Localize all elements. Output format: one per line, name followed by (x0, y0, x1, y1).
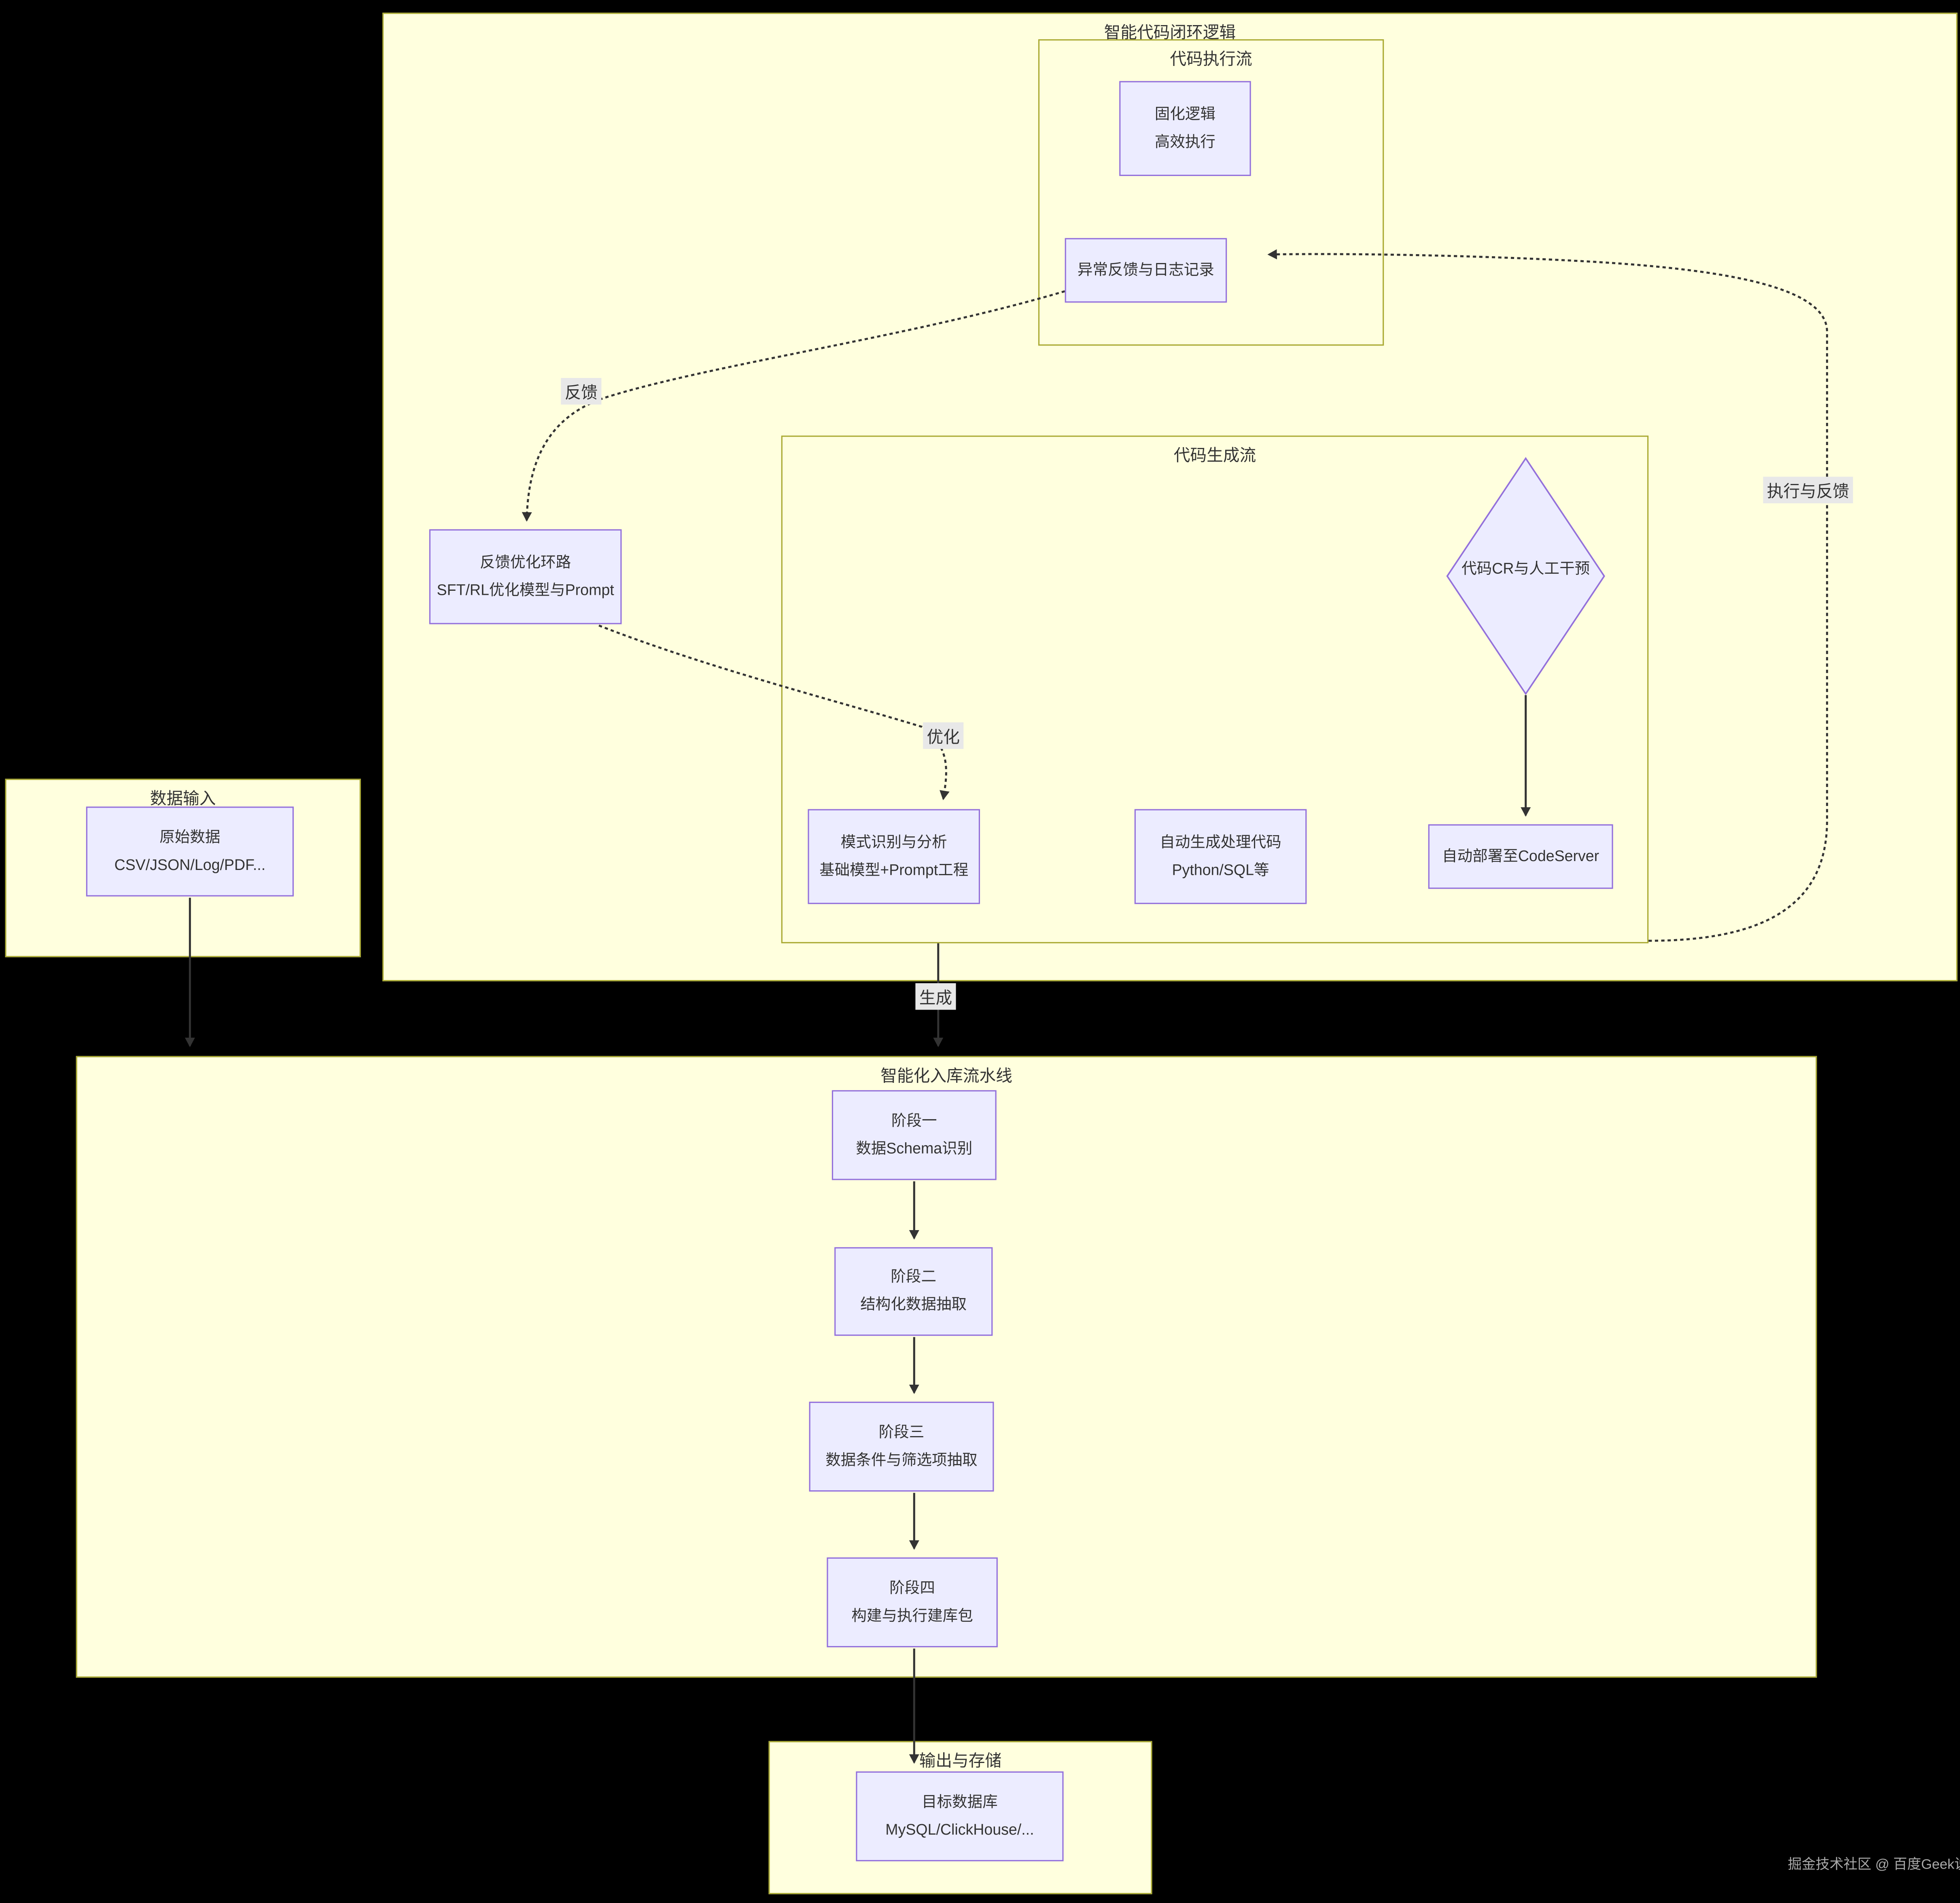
watermark: 掘金技术社区 @ 百度Geek说 (1788, 1857, 1960, 1873)
node-text: 数据Schema识别 (856, 1139, 973, 1157)
node-text: 高效执行 (1154, 132, 1216, 150)
edge-label-exec-feedback: 执行与反馈 (1763, 477, 1853, 503)
cluster-title-output: 输出与存储 (919, 1751, 1002, 1770)
node-stage1: 阶段一 数据Schema识别 (832, 1090, 997, 1180)
cluster-title-code-gen: 代码生成流 (1173, 446, 1256, 465)
node-text: 原始数据 (159, 828, 221, 846)
node-text: 构建与执行建库包 (851, 1606, 973, 1624)
node-stage3: 阶段三 数据条件与筛选项抽取 (809, 1402, 994, 1492)
node-text: 阶段四 (889, 1578, 935, 1597)
node-text: 异常反馈与日志记录 (1077, 260, 1214, 278)
node-text: 基础模型+Prompt工程 (819, 860, 969, 878)
node-feedback-loop: 反馈优化环路 SFT/RL优化模型与Prompt (429, 529, 622, 624)
node-text: MySQL/ClickHouse/... (885, 1820, 1034, 1838)
cluster-title-pipeline: 智能化入库流水线 (880, 1066, 1012, 1085)
node-code-review-label: 代码CR与人工干预 (1462, 560, 1590, 577)
edge-label-feedback: 反馈 (561, 378, 602, 405)
node-text: 阶段一 (891, 1112, 937, 1129)
cluster-title-code-loop: 智能代码闭环逻辑 (1104, 23, 1236, 42)
node-text: 自动部署至CodeServer (1442, 846, 1599, 865)
node-text: 模式识别与分析 (840, 833, 947, 851)
node-text: 固化逻辑 (1154, 105, 1216, 123)
node-exception-log: 异常反馈与日志记录 (1065, 238, 1227, 303)
node-stage4: 阶段四 构建与执行建库包 (827, 1557, 998, 1648)
node-autogen-code: 自动生成处理代码 Python/SQL等 (1134, 809, 1307, 904)
node-text: SFT/RL优化模型与Prompt (437, 580, 614, 598)
edge-label-optimize: 优化 (923, 722, 964, 749)
cluster-title-data-input: 数据输入 (150, 789, 216, 808)
node-text: 反馈优化环路 (479, 553, 571, 571)
node-solid-logic: 固化逻辑 高效执行 (1119, 81, 1251, 176)
node-text: 数据条件与筛选项抽取 (825, 1450, 978, 1468)
cluster-title-code-exec: 代码执行流 (1170, 49, 1252, 68)
node-raw-data: 原始数据 CSV/JSON/Log/PDF... (86, 806, 294, 897)
node-text: 自动生成处理代码 (1160, 833, 1281, 851)
node-stage2: 阶段二 结构化数据抽取 (834, 1247, 993, 1336)
node-text: CSV/JSON/Log/PDF... (114, 855, 266, 873)
decision-diamond (1446, 457, 1605, 696)
node-pattern-recognition: 模式识别与分析 基础模型+Prompt工程 (808, 809, 980, 904)
node-text: Python/SQL等 (1172, 860, 1269, 878)
node-text: 阶段三 (878, 1423, 925, 1441)
node-text: 阶段二 (891, 1268, 937, 1286)
edge-label-generate: 生成 (915, 983, 956, 1010)
node-target-db: 目标数据库 MySQL/ClickHouse/... (856, 1771, 1064, 1861)
node-deploy-codeserver: 自动部署至CodeServer (1428, 824, 1613, 889)
node-text: 目标数据库 (922, 1793, 998, 1811)
node-text: 结构化数据抽取 (860, 1295, 967, 1313)
